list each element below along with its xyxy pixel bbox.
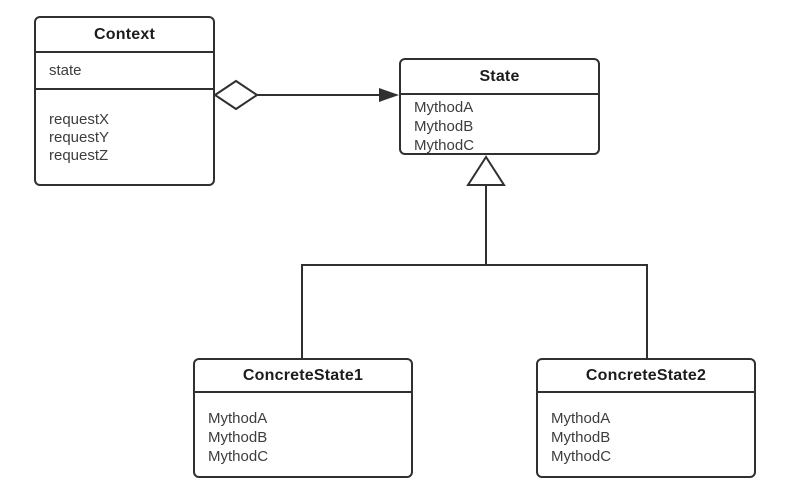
class-methods-compartment: requestX requestY requestZ bbox=[36, 90, 213, 165]
method-line: requestZ bbox=[49, 147, 109, 164]
class-methods-compartment: MythodA MythodB MythodC bbox=[401, 95, 598, 155]
class-attributes-compartment: state bbox=[36, 53, 213, 90]
method-line: MythodA bbox=[414, 99, 474, 116]
method-line: MythodA bbox=[551, 410, 611, 427]
generalization-connector-state-children[interactable] bbox=[301, 155, 648, 359]
method-line: MythodB bbox=[208, 429, 268, 446]
method-line: requestX bbox=[49, 111, 110, 128]
method-line: MythodB bbox=[414, 118, 474, 135]
class-title: ConcreteState1 bbox=[195, 360, 411, 393]
attribute-line: state bbox=[49, 62, 82, 79]
method-line: MythodC bbox=[208, 448, 269, 465]
class-box-concretestate1[interactable]: ConcreteState1 MythodA MythodB MythodC bbox=[193, 358, 413, 478]
class-title: State bbox=[401, 60, 598, 95]
class-methods-compartment: MythodA MythodB MythodC bbox=[195, 393, 411, 466]
method-line: requestY bbox=[49, 129, 110, 146]
class-methods-compartment: MythodA MythodB MythodC bbox=[538, 393, 754, 466]
class-title: ConcreteState2 bbox=[538, 360, 754, 393]
aggregation-connector-context-state[interactable] bbox=[213, 79, 399, 111]
class-box-state[interactable]: State MythodA MythodB MythodC bbox=[399, 58, 600, 155]
hollow-diamond-marker bbox=[213, 79, 259, 111]
filled-arrowhead-marker bbox=[379, 88, 399, 102]
method-line: MythodC bbox=[414, 137, 475, 154]
class-title: Context bbox=[36, 18, 213, 53]
method-line: MythodB bbox=[551, 429, 611, 446]
method-line: MythodC bbox=[551, 448, 612, 465]
method-line: MythodA bbox=[208, 410, 268, 427]
class-box-context[interactable]: Context state requestX requestY requestZ bbox=[34, 16, 215, 186]
class-box-concretestate2[interactable]: ConcreteState2 MythodA MythodB MythodC bbox=[536, 358, 756, 478]
hollow-triangle-marker bbox=[466, 155, 506, 186]
